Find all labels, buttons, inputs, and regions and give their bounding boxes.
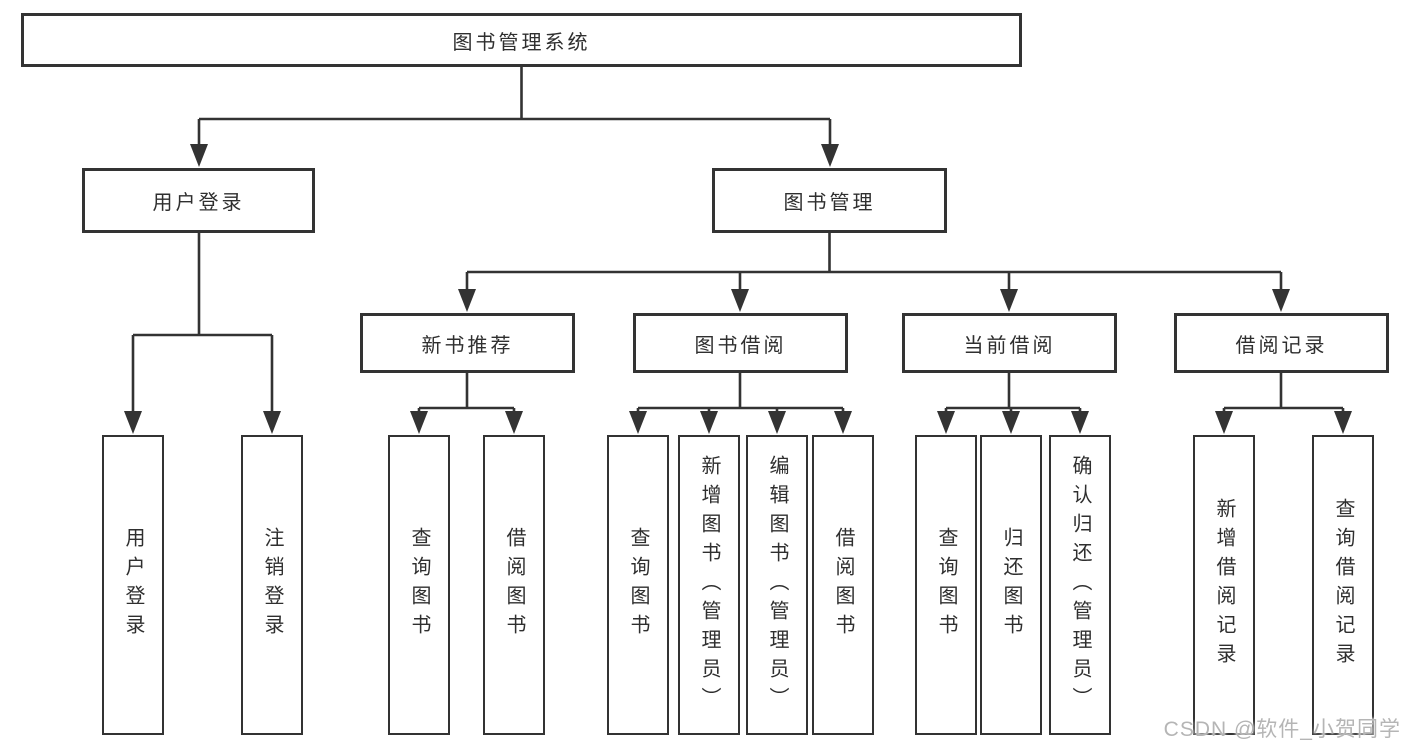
node-borrow-books-recommend: 借阅图书 [483,435,545,735]
node-add-book-admin: 新增图书（管理员） [678,435,740,735]
node-label: 查询图书 [408,527,430,643]
node-logout: 注销登录 [241,435,303,735]
node-label: 查询借阅记录 [1332,498,1354,672]
arrowheads [124,144,1352,434]
node-borrow-books-borrowing: 借阅图书 [812,435,874,735]
node-confirm-return-admin: 确认归还（管理员） [1049,435,1111,735]
node-label: 当前借阅 [963,334,1056,357]
node-label: 归还图书 [1000,527,1022,643]
node-label: 借阅图书 [503,527,525,643]
csdn-watermark: CSDN @软件_小贺同学 [1163,718,1401,741]
node-label: 新增图书（管理员） [698,454,720,716]
node-label: 查询图书 [935,527,957,643]
node-edit-book-admin: 编辑图书（管理员） [746,435,808,735]
node-query-books-recommend: 查询图书 [388,435,450,735]
node-query-books-current: 查询图书 [915,435,977,735]
node-label: 借阅记录 [1235,334,1328,357]
node-library-system: 图书管理系统 [21,13,1022,67]
node-label: 编辑图书（管理员） [766,454,788,716]
node-book-borrowing: 图书借阅 [633,313,848,373]
node-label: 新书推荐 [421,334,514,357]
node-label: 借阅图书 [832,527,854,643]
node-label: 用户登录 [122,527,144,643]
node-label: 查询图书 [627,527,649,643]
node-label: 确认归还（管理员） [1069,454,1091,716]
node-label: 图书管理 [783,192,876,214]
node-label: 图书管理系统 [452,31,591,54]
node-query-borrow-record: 查询借阅记录 [1312,435,1374,735]
node-user-login: 用户登录 [82,168,315,233]
node-new-book-recommendation: 新书推荐 [360,313,575,373]
node-label: 新增借阅记录 [1213,498,1235,672]
node-return-books: 归还图书 [980,435,1042,735]
node-label: 注销登录 [261,527,283,643]
node-label: 图书借阅 [694,334,787,357]
node-book-management: 图书管理 [712,168,947,233]
node-label: 用户登录 [152,192,245,214]
node-user-login-leaf: 用户登录 [102,435,164,735]
node-query-books-borrowing: 查询图书 [607,435,669,735]
node-borrowing-records: 借阅记录 [1174,313,1389,373]
node-current-borrowing: 当前借阅 [902,313,1117,373]
node-add-borrow-record: 新增借阅记录 [1193,435,1255,735]
